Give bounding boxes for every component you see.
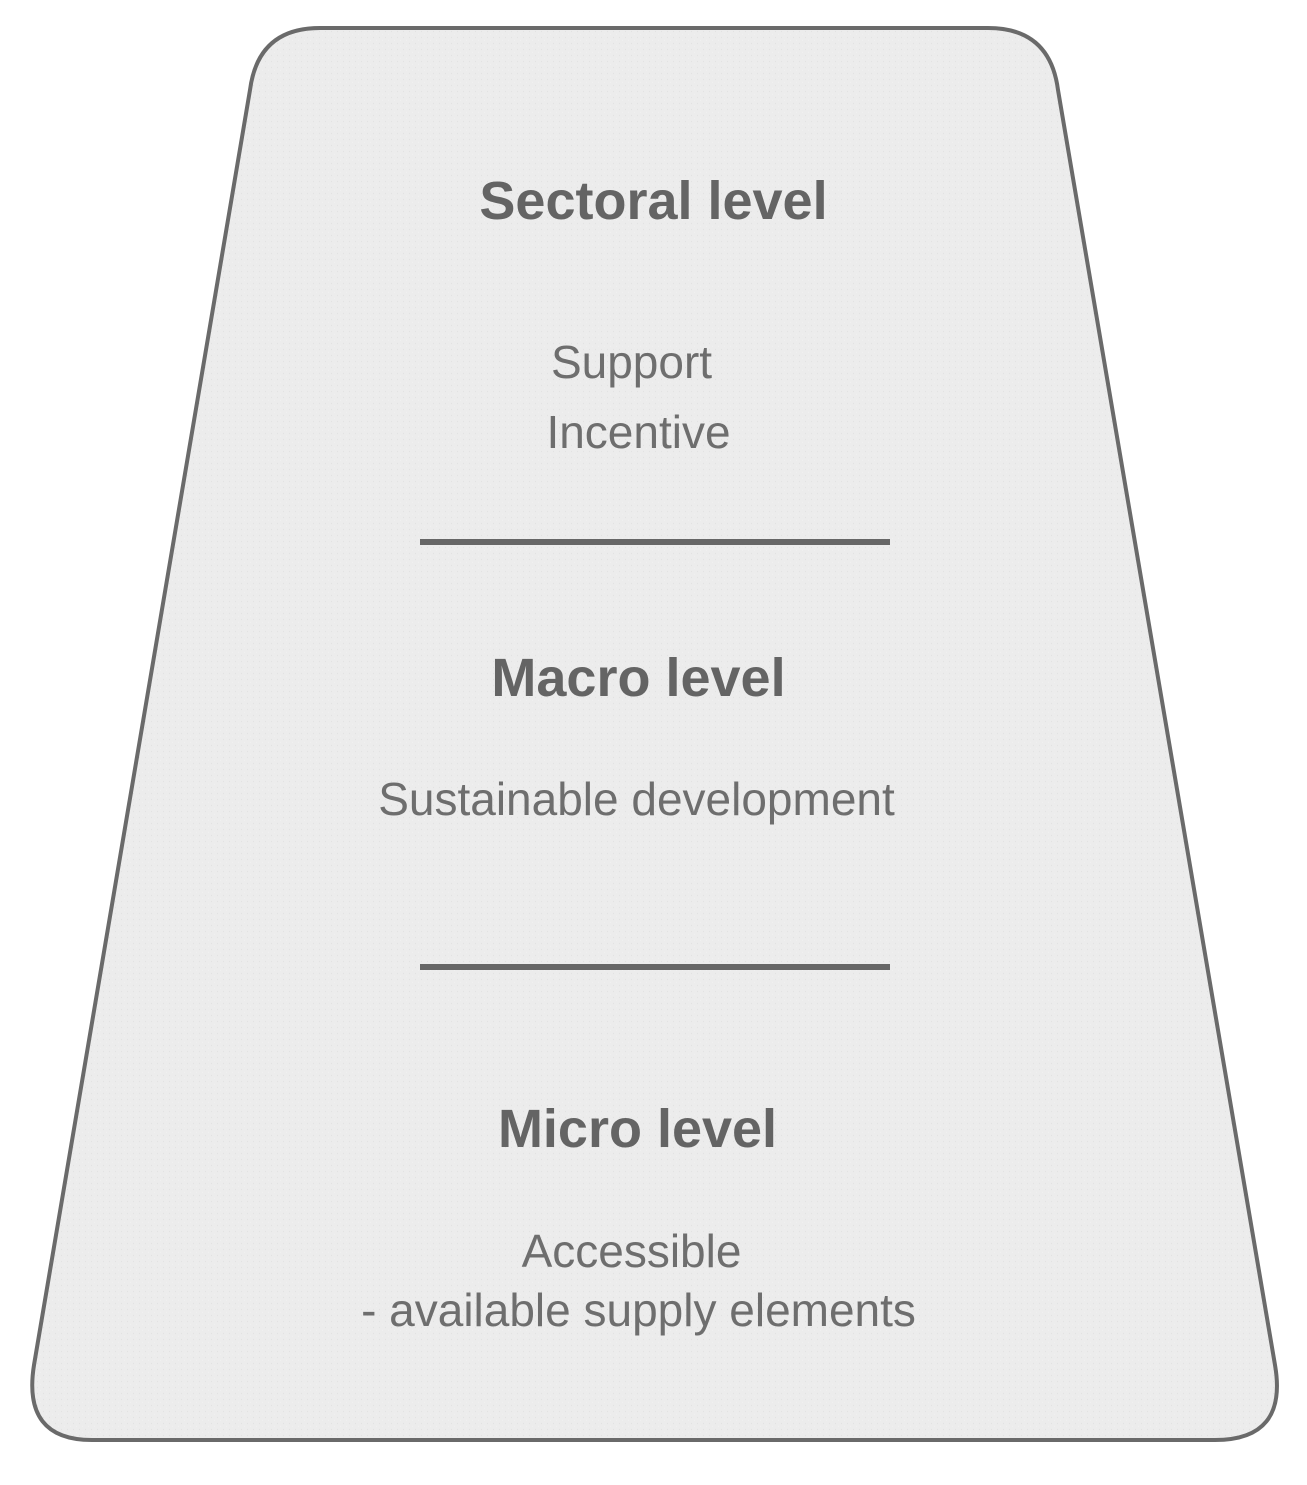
level-line-accessible: Accessible [521,1225,742,1277]
trapezoid-shape [30,26,1279,1442]
level-title-macro: Macro level [491,648,786,708]
level-line-incentive: Incentive [546,406,731,458]
level-line-available-supply-elements: - available supply elements [361,1284,916,1336]
level-title-sectoral: Sectoral level [479,171,828,231]
level-line-sustainable-development: Sustainable development [378,773,895,825]
level-title-micro: Micro level [497,1099,778,1159]
level-line-support: Support [550,336,713,388]
